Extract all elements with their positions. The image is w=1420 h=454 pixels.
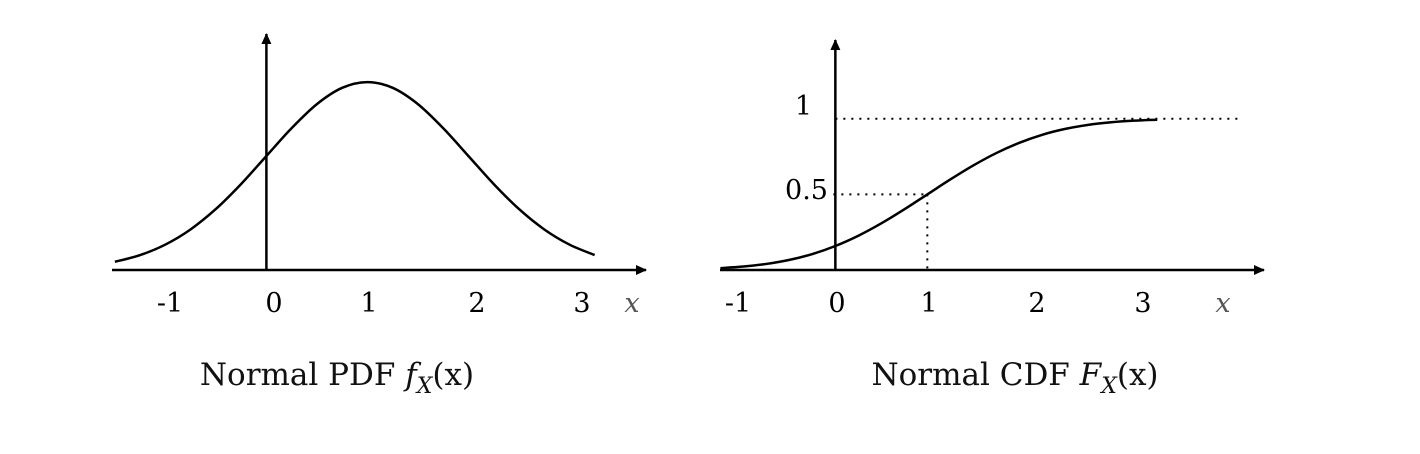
pdf-xtick-label: 2 bbox=[468, 288, 485, 319]
pdf-xtick-label: -1 bbox=[157, 288, 183, 319]
cdf-xtick-label: 3 bbox=[1134, 288, 1151, 319]
cdf-xtick-label: -1 bbox=[725, 288, 751, 319]
pdf-caption-prefix: Normal PDF bbox=[200, 357, 405, 393]
cdf-caption: Normal CDF FX(x) bbox=[871, 357, 1158, 399]
pdf-caption-arg: (x) bbox=[432, 357, 474, 393]
cdf-x-axis-label: x bbox=[1215, 288, 1230, 319]
cdf-caption-sub: X bbox=[1099, 374, 1118, 399]
pdf-caption: Normal PDF fX(x) bbox=[200, 357, 474, 399]
pdf-caption-sub: X bbox=[415, 374, 434, 399]
pdf-curve bbox=[114, 80, 596, 263]
cdf-caption-fn: F bbox=[1079, 357, 1103, 393]
cdf-xtick-label: 2 bbox=[1028, 288, 1045, 319]
cdf-panel: -1 0 1 2 3 x 0.5 1 Normal CDF FX(x) bbox=[720, 39, 1265, 399]
cdf-ytick-label: 0.5 bbox=[785, 175, 828, 206]
pdf-xtick-label: 3 bbox=[573, 288, 590, 319]
cdf-xtick-label: 1 bbox=[920, 288, 937, 319]
cdf-ytick-label: 1 bbox=[795, 91, 812, 122]
pdf-panel: -1 0 1 2 3 x Normal PDF fX(x) bbox=[112, 33, 647, 399]
pdf-xtick-label: 0 bbox=[265, 288, 282, 319]
cdf-xtick-label: 0 bbox=[828, 288, 845, 319]
cdf-caption-arg: (x) bbox=[1117, 357, 1159, 393]
cdf-caption-prefix: Normal CDF bbox=[871, 357, 1079, 393]
pdf-x-axis-label: x bbox=[624, 288, 639, 319]
cdf-curve bbox=[720, 118, 1158, 270]
pdf-xtick-label: 1 bbox=[360, 288, 377, 319]
